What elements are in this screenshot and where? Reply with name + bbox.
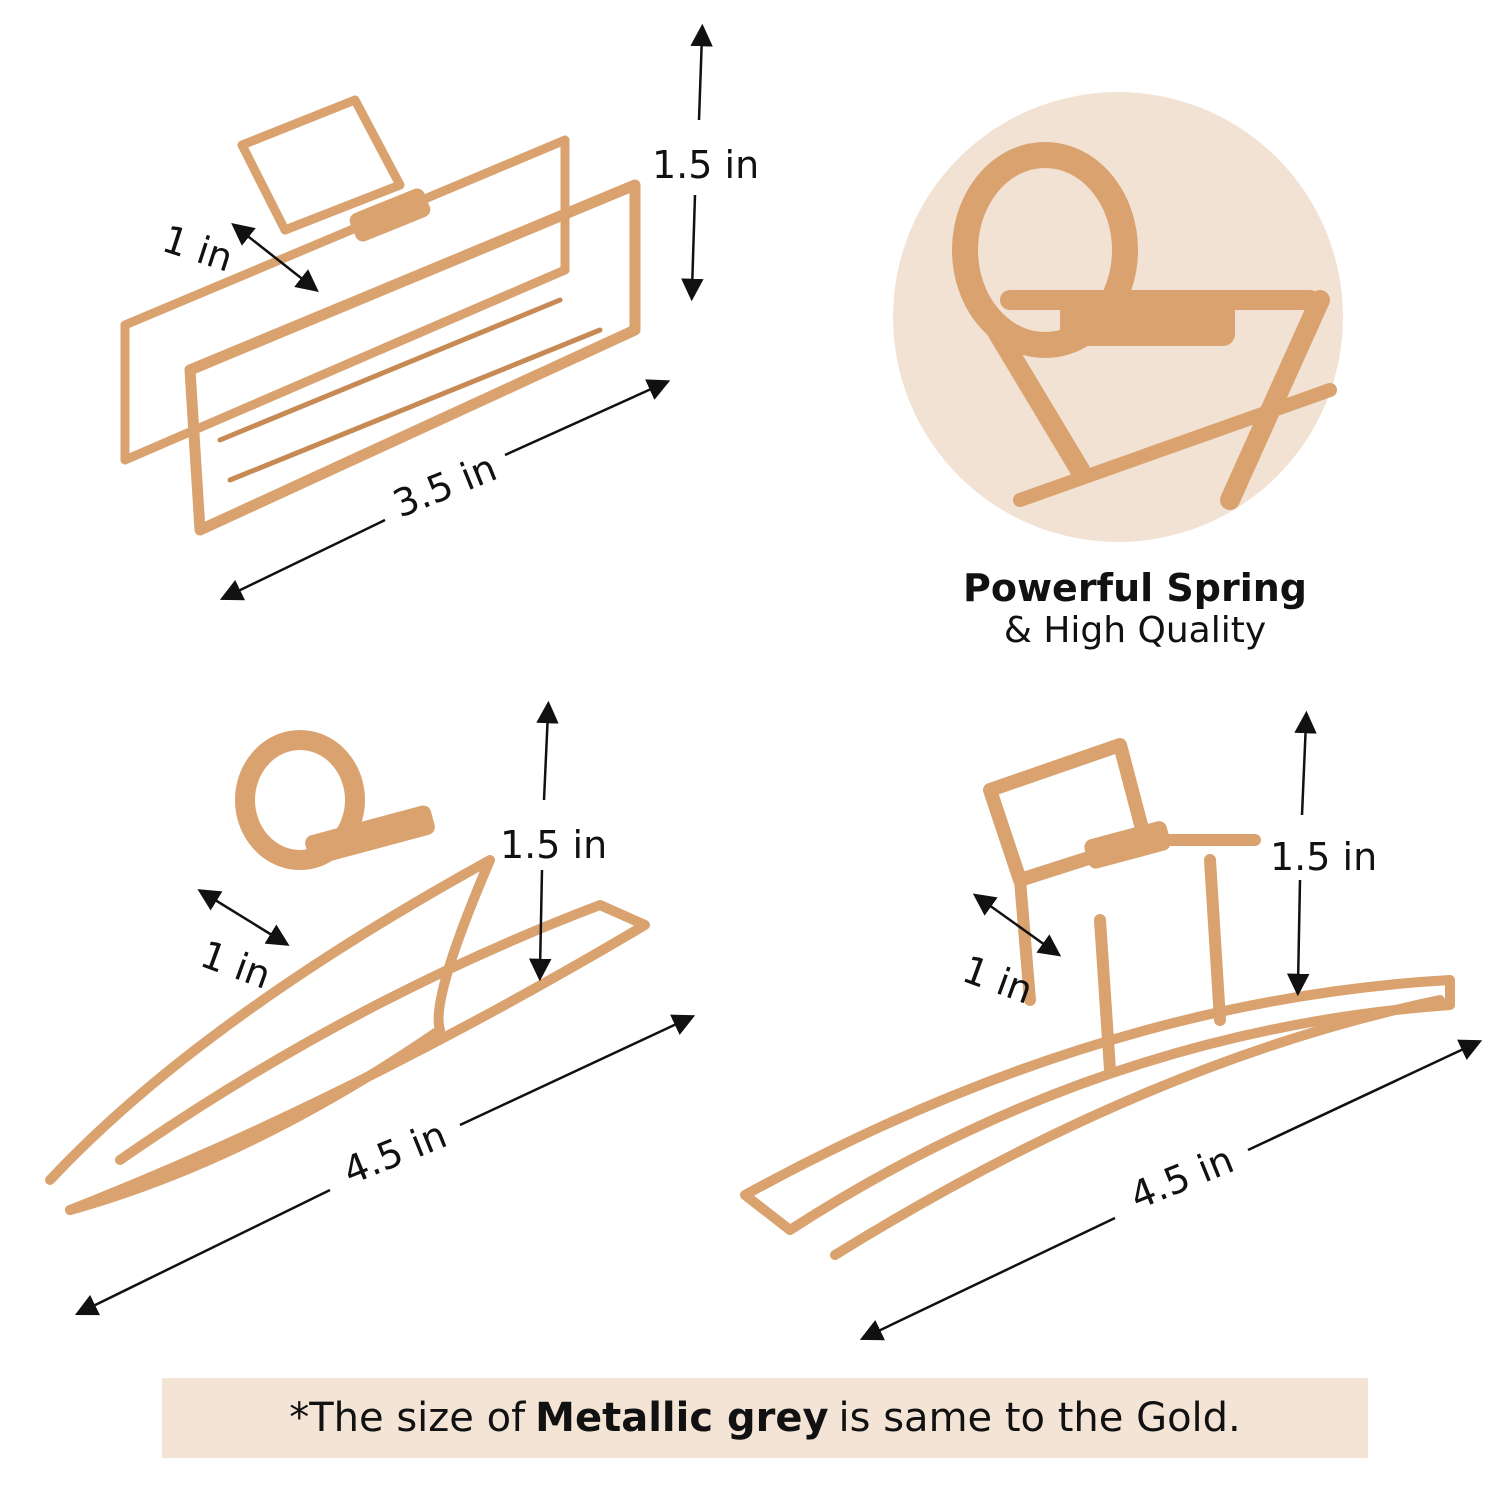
spring-icon xyxy=(305,805,435,865)
feature-callout: Powerful Spring & High Quality xyxy=(900,566,1370,651)
feature-title: Powerful Spring xyxy=(962,566,1307,610)
dimension-arrows xyxy=(74,23,1483,1341)
depth-label: 1 in xyxy=(195,932,277,998)
spring-icon xyxy=(349,188,431,242)
spring-closeup xyxy=(893,92,1343,542)
square-claw-clip xyxy=(740,738,1455,1260)
size-note-banner: *The size of Metallic grey is same to th… xyxy=(162,1378,1368,1458)
depth-label: 1 in xyxy=(157,217,238,281)
height-label: 1.5 in xyxy=(652,143,759,187)
height-label: 1.5 in xyxy=(1270,835,1377,879)
spring-icon xyxy=(1060,300,1235,346)
feature-subtitle: & High Quality xyxy=(1003,610,1267,651)
spring-icon xyxy=(1084,821,1171,869)
length-label: 4.5 in xyxy=(337,1112,453,1193)
caption-suffix: is same to the Gold. xyxy=(838,1395,1241,1441)
length-label: 4.5 in xyxy=(1124,1137,1240,1218)
caption-prefix: *The size of xyxy=(289,1395,526,1441)
caption-bold: Metallic grey xyxy=(535,1395,829,1441)
length-label: 3.5 in xyxy=(387,445,503,526)
oval-claw-clip xyxy=(45,730,650,1215)
height-label: 1.5 in xyxy=(500,823,607,867)
rectangle-claw-clip xyxy=(120,95,641,536)
